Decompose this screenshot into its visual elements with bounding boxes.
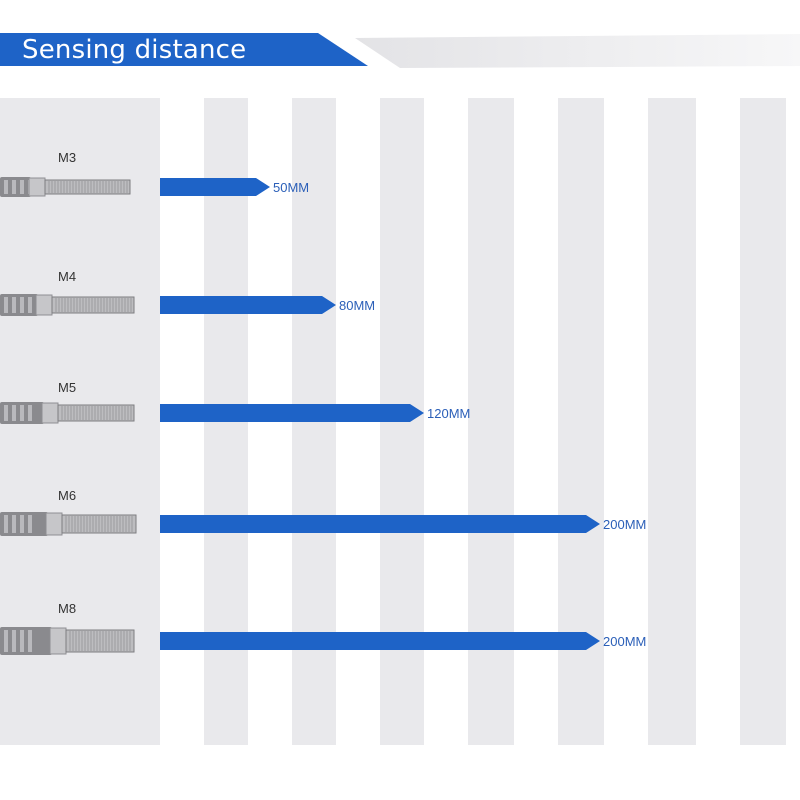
value-label-m4: 80MM (339, 298, 375, 313)
header-graphic (0, 33, 800, 68)
sensor-illustration-m6 (0, 512, 137, 536)
model-label-m3: M3 (58, 150, 76, 165)
model-label-m4: M4 (58, 269, 76, 284)
bar-m5 (160, 404, 424, 422)
header-banner: Sensing distance (0, 0, 800, 100)
header-blue-band (0, 33, 368, 66)
grid-stripe-7 (648, 98, 696, 745)
sensor-illustration-m3 (0, 177, 131, 197)
page-title: Sensing distance (22, 35, 247, 65)
value-label-m6: 200MM (603, 517, 646, 532)
sensor-illustration-m5 (0, 402, 135, 424)
bar-m3 (160, 178, 270, 196)
model-label-m5: M5 (58, 380, 76, 395)
model-label-m8: M8 (58, 601, 76, 616)
sensor-illustration-m8 (0, 627, 135, 655)
header-grey-band (355, 34, 800, 68)
bar-m8 (160, 632, 600, 650)
value-label-m8: 200MM (603, 634, 646, 649)
bar-m6 (160, 515, 600, 533)
value-label-m5: 120MM (427, 406, 470, 421)
grid-stripe-8 (740, 98, 786, 745)
value-label-m3: 50MM (273, 180, 309, 195)
sensor-illustration-m4 (0, 294, 135, 316)
bar-m4 (160, 296, 336, 314)
model-label-m6: M6 (58, 488, 76, 503)
